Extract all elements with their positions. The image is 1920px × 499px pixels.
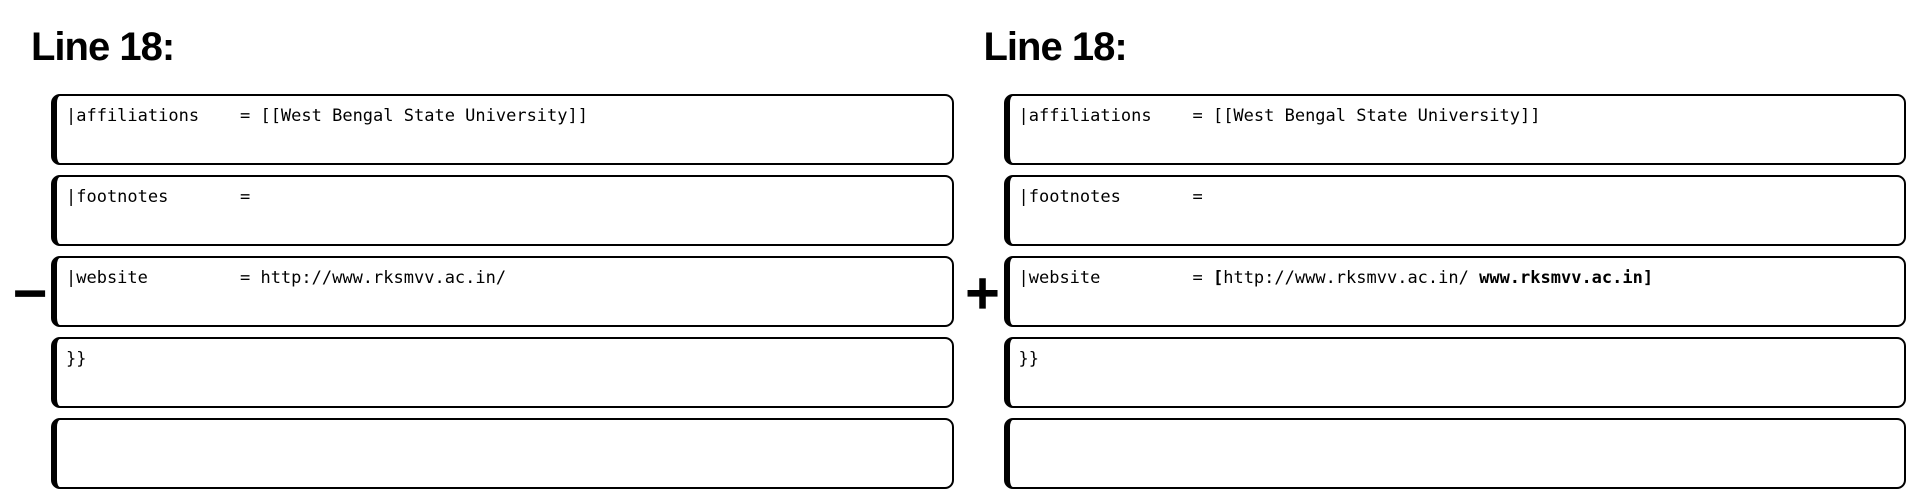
diff-added-text: www.rksmvv.ac.in] — [1479, 268, 1654, 288]
diff-row: }} — [962, 337, 1906, 408]
diff-text-segment: |affiliations = [[West Bengal State Univ… — [1018, 106, 1541, 126]
diff-gutter — [9, 175, 51, 246]
diff-text: |website = http://www.rksmvv.ac.in/ — [66, 266, 943, 290]
diff-text-box: |affiliations = [[West Bengal State Univ… — [51, 94, 954, 165]
diff-text-segment: }} — [66, 349, 87, 369]
diff-text-box: |footnotes = — [1003, 175, 1906, 246]
diff-gutter — [962, 337, 1004, 408]
diff-text-segment: }} — [1018, 349, 1039, 369]
diff-text-box: }} — [1003, 337, 1906, 408]
line-number-heading: Line 18: — [983, 25, 1128, 69]
diff-text-box — [1003, 418, 1906, 489]
diff-row: −|website = http://www.rksmvv.ac.in/ — [9, 256, 954, 327]
diff-row — [962, 418, 1906, 489]
diff-gutter — [9, 418, 51, 489]
diff-text-segment: |website = http://www.rksmvv.ac.in/ — [66, 268, 507, 288]
diff-text-box: |website = http://www.rksmvv.ac.in/ — [51, 256, 954, 327]
diff-gutter — [9, 337, 51, 408]
diff-text: |footnotes = — [66, 185, 943, 209]
diff-text-segment: http://www.rksmvv.ac.in/ — [1223, 268, 1480, 288]
diff-gutter — [9, 94, 51, 165]
diff-rows-old: |affiliations = [[West Bengal State Univ… — [9, 94, 954, 489]
diff-rows-new: |affiliations = [[West Bengal State Univ… — [962, 94, 1906, 489]
diff-text: }} — [1019, 347, 1896, 371]
diff-text: }} — [66, 347, 943, 371]
diff-row: |footnotes = — [962, 175, 1906, 246]
diff-text-box: |footnotes = — [51, 175, 954, 246]
diff-gutter — [962, 175, 1004, 246]
diff-gutter — [962, 94, 1004, 165]
diff-gutter — [962, 418, 1004, 489]
diff-gutter: + — [962, 256, 1004, 327]
diff-row: |affiliations = [[West Bengal State Univ… — [9, 94, 954, 165]
diff-text-box — [51, 418, 954, 489]
diff-text-box: }} — [51, 337, 954, 408]
diff-gutter: − — [9, 256, 51, 327]
diff-text-segment: |website = — [1018, 268, 1213, 288]
diff-text: |website = [http://www.rksmvv.ac.in/ www… — [1019, 266, 1896, 290]
diff-text: |affiliations = [[West Bengal State Univ… — [66, 104, 943, 128]
diff-text-box: |website = [http://www.rksmvv.ac.in/ www… — [1003, 256, 1906, 327]
diff-text: |footnotes = — [1019, 185, 1896, 209]
diff-column-new: Line 18: |affiliations = [[West Bengal S… — [962, 0, 1906, 499]
diff-added-text: [ — [1212, 268, 1224, 288]
diff-text-box: |affiliations = [[West Bengal State Univ… — [1003, 94, 1906, 165]
added-indicator-icon: + — [963, 264, 1003, 319]
removed-indicator-icon: − — [10, 264, 50, 319]
diff-column-old: Line 18: |affiliations = [[West Bengal S… — [9, 0, 954, 499]
diff-text-segment: |footnotes = — [66, 187, 251, 207]
diff-row — [9, 418, 954, 489]
diff-row: + |website = [http://www.rksmvv.ac.in/ ww… — [962, 256, 1906, 327]
diff-row: |affiliations = [[West Bengal State Univ… — [962, 94, 1906, 165]
diff-text-segment: |affiliations = [[West Bengal State Univ… — [66, 106, 588, 126]
diff-row: |footnotes = — [9, 175, 954, 246]
line-number-heading: Line 18: — [31, 25, 175, 69]
diff-text-segment: |footnotes = — [1018, 187, 1203, 207]
diff-text: |affiliations = [[West Bengal State Univ… — [1019, 104, 1896, 128]
diff-row: }} — [9, 337, 954, 408]
